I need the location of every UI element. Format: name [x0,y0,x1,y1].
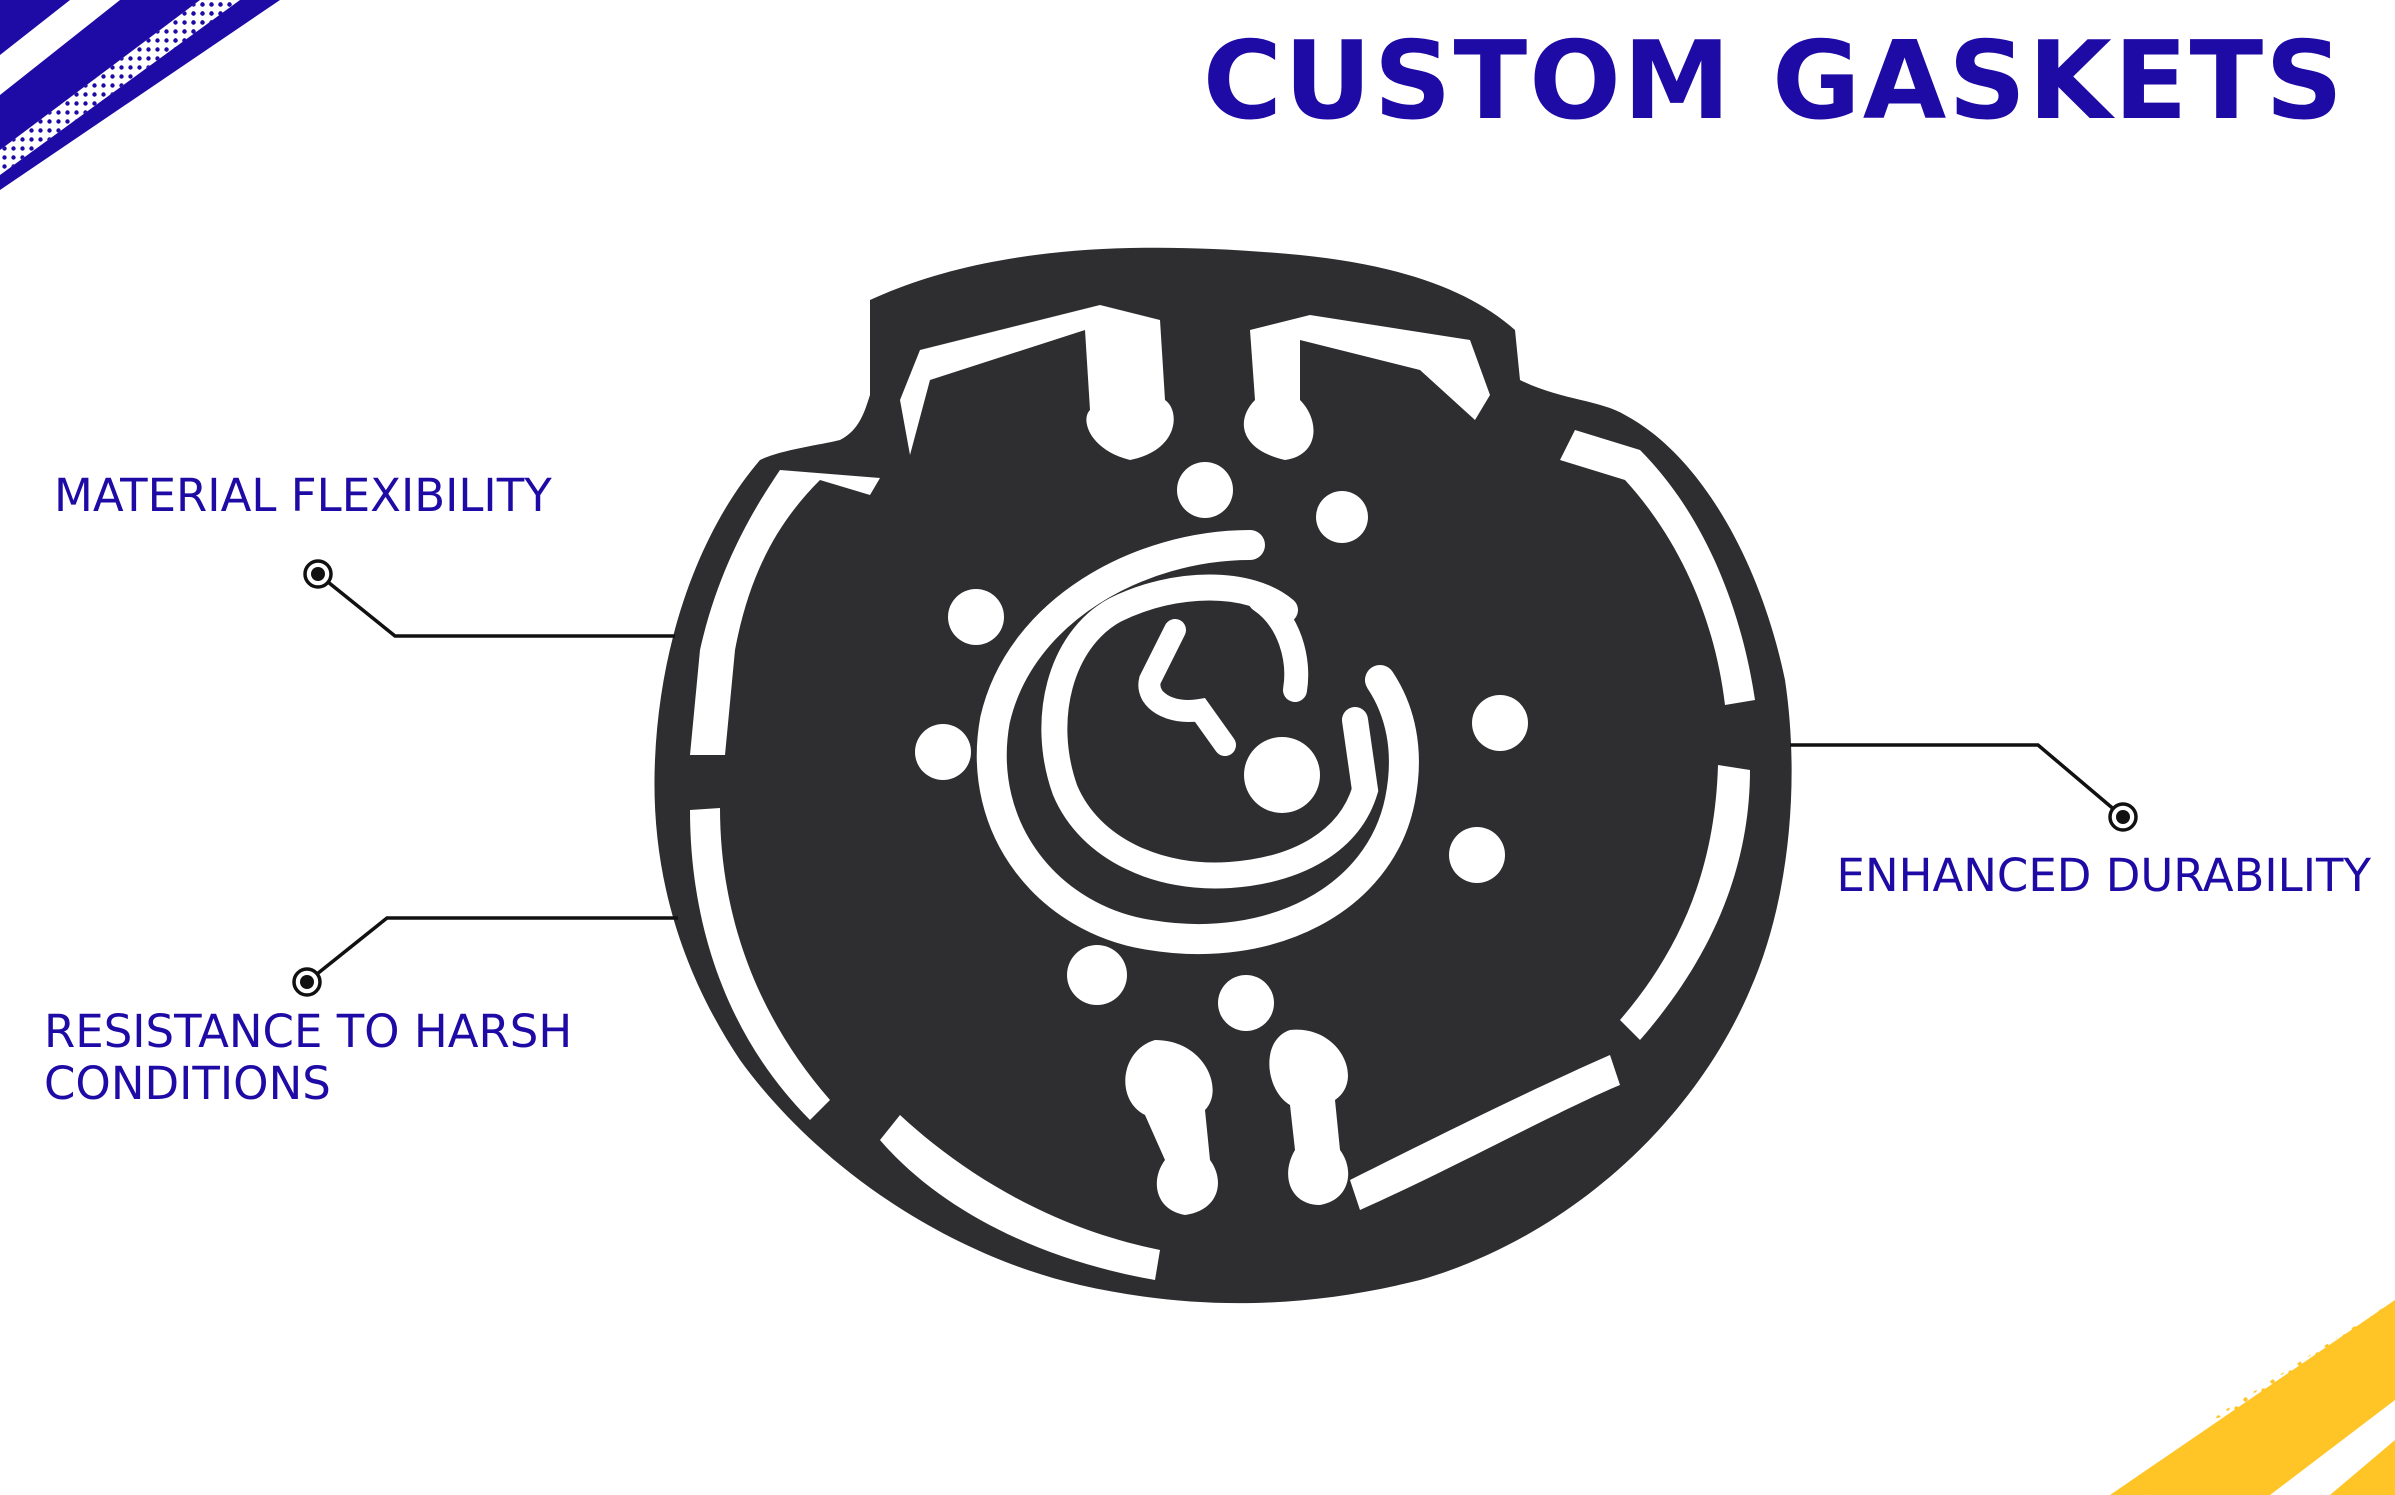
feature-label-material-flexibility: MATERIAL FLEXIBILITY [54,469,552,522]
callout-line-material-flexibility [316,572,675,638]
callout-dots [292,559,2138,997]
callout-line-durability [1790,743,2125,819]
gasket-spiral-channel [976,530,1419,954]
feature-label-enhanced-durability: ENHANCED DURABILITY [1836,849,2371,902]
callout-lines [305,572,2125,984]
bottom-right-stripes-decoration [2110,1300,2395,1495]
feature-label-resistance-line2: CONDITIONS [44,1057,331,1110]
feature-label-resistance: RESISTANCE TO HARSH CONDITIONS [44,1006,572,1110]
gasket-holes [915,462,1528,1215]
gasket-body [654,247,1792,1304]
callout-line-resistance [305,916,678,984]
page-title: CUSTOM GASKETS [1202,19,2345,144]
gasket-image [654,247,1792,1304]
top-left-stripes-decoration [0,0,280,190]
gasket-rim-slots [690,305,1755,1280]
feature-label-resistance-line1: RESISTANCE TO HARSH [44,1005,573,1058]
